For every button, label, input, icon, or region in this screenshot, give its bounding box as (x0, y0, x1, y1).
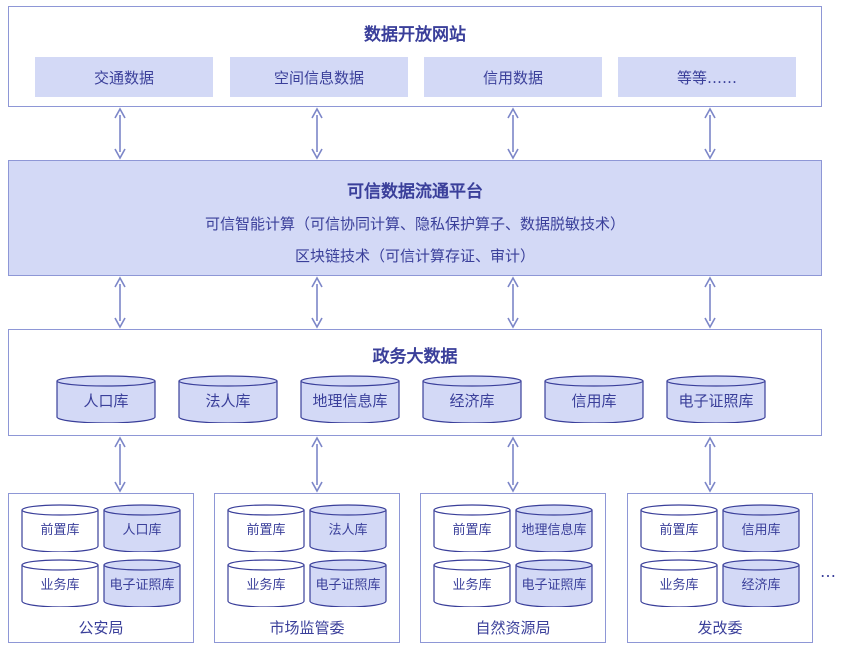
department-db-cylinder-label: 业务库 (40, 578, 80, 593)
open-site-item-etc: 等等…… (618, 57, 796, 97)
arrow-head-up (704, 107, 716, 119)
department-db-cylinder-label: 业务库 (659, 578, 699, 593)
department-db-cylinder-label: 前置库 (40, 523, 80, 538)
open-site-item-credit: 信用数据 (424, 57, 602, 97)
gov-db-cylinder: 人口库 (56, 375, 156, 423)
department-panel: 前置库 信用库业务库 经济库发改委 (627, 493, 813, 643)
gov-db-cylinder-label: 经济库 (449, 392, 495, 410)
department-db-cylinder: 信用库 (722, 504, 800, 552)
department-panel: 前置库 法人库业务库 电子证照库市场监管委 (214, 493, 400, 643)
arrow-head-up (114, 276, 126, 288)
department-db-cylinder-label: 前置库 (659, 523, 699, 538)
arrow-head-up (311, 436, 323, 448)
department-panel: 前置库 人口库业务库 电子证照库公安局 (8, 493, 194, 643)
arrow-head-down (311, 317, 323, 329)
gov-db-cylinder: 信用库 (544, 375, 644, 423)
arrow-head-down (507, 481, 519, 493)
arrow-head-up (507, 107, 519, 119)
department-db-cylinder: 电子证照库 (103, 559, 181, 607)
department-db-cylinder-label: 法人库 (328, 523, 368, 538)
department-db-cylinder: 前置库 (21, 504, 99, 552)
department-db-cylinder-label: 信用库 (741, 523, 781, 538)
arrow-head-down (704, 481, 716, 493)
gov-db-cylinder-label: 电子证照库 (678, 392, 754, 410)
arrow-head-down (311, 148, 323, 160)
arrow-head-down (704, 148, 716, 160)
gov-bigdata-panel: 政务大数据 人口库 法人库 地理信息库 经济库 信用库 电子证照库 (8, 329, 822, 436)
gov-db-cylinder: 法人库 (178, 375, 278, 423)
department-db-cylinder-label: 前置库 (452, 523, 492, 538)
open-site-item-spatial: 空间信息数据 (230, 57, 408, 97)
department-db-cylinder: 业务库 (433, 559, 511, 607)
department-db-cylinder: 电子证照库 (515, 559, 593, 607)
department-db-cylinder-label: 人口库 (122, 523, 162, 538)
arrow-head-down (114, 317, 126, 329)
open-site-item-traffic: 交通数据 (35, 57, 213, 97)
gov-db-cylinder: 电子证照库 (666, 375, 766, 423)
arrow-head-down (704, 317, 716, 329)
department-db-cylinder: 业务库 (640, 559, 718, 607)
arrow-head-up (114, 436, 126, 448)
arrow-head-down (507, 317, 519, 329)
gov-db-cylinder-label: 人口库 (83, 392, 129, 410)
department-name: 自然资源局 (475, 619, 551, 637)
department-db-cylinder: 法人库 (309, 504, 387, 552)
department-db-cylinder-label: 业务库 (246, 578, 286, 593)
trusted-platform-panel: 可信数据流通平台 可信智能计算（可信协同计算、隐私保护算子、数据脱敏技术） 区块… (8, 160, 822, 276)
gov-bigdata-title: 政务大数据 (372, 347, 458, 367)
department-db-cylinder: 经济库 (722, 559, 800, 607)
arrow-head-down (507, 148, 519, 160)
gov-db-cylinder: 经济库 (422, 375, 522, 423)
gov-db-cylinder: 地理信息库 (300, 375, 400, 423)
arrow-head-down (114, 148, 126, 160)
department-db-cylinder-label: 地理信息库 (521, 523, 587, 538)
arrow-head-up (507, 276, 519, 288)
department-panel: 前置库 地理信息库业务库 电子证照库自然资源局 (420, 493, 606, 643)
arrow-head-up (311, 107, 323, 119)
department-db-cylinder: 业务库 (21, 559, 99, 607)
department-db-cylinder: 前置库 (227, 504, 305, 552)
department-db-cylinder-label: 业务库 (452, 578, 492, 593)
department-db-cylinder: 电子证照库 (309, 559, 387, 607)
arrow-head-up (311, 276, 323, 288)
arrow-head-up (507, 436, 519, 448)
more-ellipsis: … (820, 562, 836, 581)
department-db-cylinder-label: 电子证照库 (521, 578, 587, 593)
department-name: 公安局 (78, 619, 124, 637)
open-site-title: 数据开放网站 (364, 25, 466, 45)
department-db-cylinder-label: 电子证照库 (315, 578, 381, 593)
department-db-cylinder: 业务库 (227, 559, 305, 607)
arrow-head-up (704, 276, 716, 288)
arrow-head-down (114, 481, 126, 493)
department-db-cylinder: 前置库 (640, 504, 718, 552)
department-db-cylinder-label: 前置库 (246, 523, 286, 538)
department-db-cylinder: 前置库 (433, 504, 511, 552)
gov-db-cylinder-label: 地理信息库 (312, 392, 388, 410)
arrow-head-up (114, 107, 126, 119)
department-name: 市场监管委 (269, 619, 345, 637)
platform-line-blockchain: 区块链技术（可信计算存证、审计） (294, 247, 535, 265)
arrow-head-down (311, 481, 323, 493)
arrow-head-up (704, 436, 716, 448)
gov-db-cylinder-label: 法人库 (205, 392, 251, 410)
platform-line-computing: 可信智能计算（可信协同计算、隐私保护算子、数据脱敏技术） (204, 215, 625, 233)
platform-title: 可信数据流通平台 (347, 182, 483, 202)
gov-db-cylinder-label: 信用库 (571, 392, 617, 410)
open-site-panel: 数据开放网站 交通数据 空间信息数据 信用数据 等等…… (8, 6, 822, 107)
department-db-cylinder: 地理信息库 (515, 504, 593, 552)
department-name: 发改委 (697, 619, 743, 637)
department-db-cylinder-label: 电子证照库 (109, 578, 175, 593)
department-db-cylinder-label: 经济库 (741, 578, 781, 593)
department-db-cylinder: 人口库 (103, 504, 181, 552)
